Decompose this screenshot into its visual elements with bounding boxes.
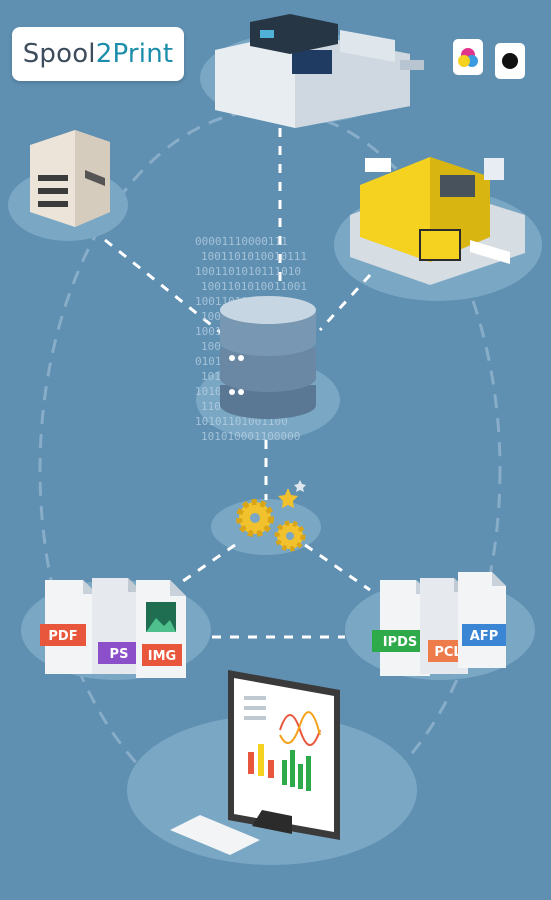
ps-label: PS: [110, 647, 129, 662]
connectors: [104, 128, 372, 639]
connector-gears-output: [304, 543, 371, 592]
monitor-bar-chart: [244, 696, 321, 791]
pcl-label: PCL: [434, 645, 461, 660]
workstation-icon: [170, 670, 340, 855]
binary-line: 101010001100000: [201, 430, 300, 443]
binary-line: 1001101010011001: [201, 280, 307, 293]
pdf-label: PDF: [48, 629, 77, 644]
ps-document-icon: PS: [92, 578, 142, 674]
output-documents: IPDS PCL AFP: [372, 572, 506, 676]
database-icon: [220, 296, 316, 419]
logo-part-1: Spool: [22, 39, 96, 69]
offset-press-icon: [350, 157, 525, 285]
binary-line: 00001110000111: [195, 235, 288, 248]
keyboard-icon: [170, 815, 260, 855]
pdf-document-icon: PDF: [40, 580, 97, 674]
binary-line: 1001101010111010: [195, 265, 301, 278]
connector-press-db: [318, 273, 372, 332]
input-documents: PDF PS IMG: [40, 578, 186, 678]
logo-part-2: 2Print: [95, 39, 174, 69]
img-document-icon: IMG: [136, 580, 186, 678]
production-printer-icon: [215, 14, 424, 128]
afp-document-icon: AFP: [458, 572, 506, 668]
img-label: IMG: [148, 649, 176, 664]
ipds-label: IPDS: [383, 635, 418, 650]
connector-copier-db: [104, 238, 231, 342]
gears-icon: [236, 480, 306, 552]
connector-gears-input: [169, 543, 236, 592]
binary-line: 1001101010010111: [201, 250, 307, 263]
afp-label: AFP: [470, 629, 498, 644]
ipds-document-icon: IPDS: [372, 580, 430, 676]
color-swatches: [453, 39, 525, 79]
office-copier-icon: [30, 130, 110, 227]
